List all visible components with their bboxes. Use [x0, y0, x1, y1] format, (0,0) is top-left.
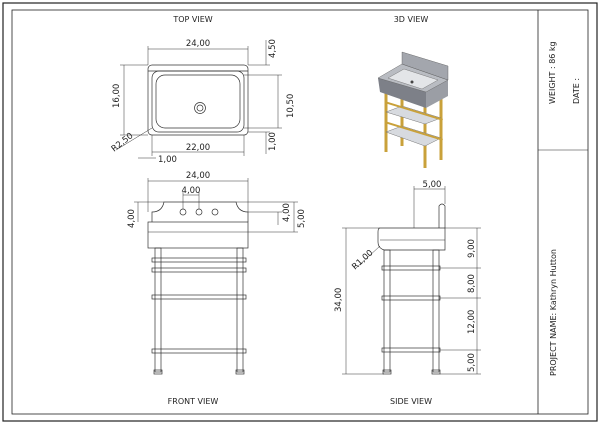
dim-top-front: 1,00 — [158, 155, 177, 165]
iso-view — [377, 51, 449, 168]
sink-side-face — [426, 80, 448, 108]
drain-outer-circle — [194, 102, 206, 114]
front-backsplash — [151, 201, 249, 222]
iso-view-title: 3D VIEW — [394, 15, 429, 24]
dim-front-rim-b: 5,00 — [297, 209, 307, 228]
side-rail — [381, 265, 441, 271]
project-name-label: PROJECT NAME: Kathryn Hutton — [549, 249, 558, 376]
dim-side-b: 8,00 — [467, 274, 477, 293]
side-foot-back — [431, 369, 441, 375]
dim-top-side: 1,00 — [268, 132, 278, 151]
side-rail — [381, 347, 441, 353]
side-rail — [381, 295, 441, 301]
dim-top-width: 24,00 — [186, 39, 210, 49]
front-foot-left — [153, 369, 163, 375]
front-foot-right — [235, 369, 245, 375]
dim-top-bowl-width: 22,00 — [186, 143, 210, 153]
front-rail — [151, 294, 247, 300]
side-view: 5,00 R1,00 34,00 9,00 8,00 12,00 5,00 — [334, 180, 481, 375]
dim-side-overall: 34,00 — [334, 288, 344, 312]
dim-side-c: 12,00 — [467, 310, 477, 334]
faucet-hole-right — [211, 208, 219, 216]
dim-top-bowl-depth: 10,50 — [286, 94, 296, 118]
front-rail — [151, 257, 247, 263]
glass-shelf-lower — [385, 125, 442, 147]
side-backsplash — [438, 203, 446, 228]
dim-top-radius: R2,50 — [110, 131, 136, 154]
drain-inner-circle — [196, 104, 204, 112]
front-rail — [151, 267, 247, 273]
brass-rail — [385, 101, 443, 121]
dim-side-a: 9,00 — [467, 239, 477, 258]
dim-side-radius: R1,00 — [350, 248, 375, 272]
front-sink-body — [147, 221, 249, 249]
weight-label: WEIGHT : 86 kg — [548, 41, 557, 104]
top-view: 24,00 4,50 16,00 10,50 1,00 R2,50 22,00 … — [110, 39, 296, 165]
side-foot-front — [382, 369, 392, 375]
dim-side-d: 5,00 — [467, 353, 477, 372]
sink-basin — [387, 68, 439, 90]
dim-front-splash: 4,00 — [127, 209, 137, 228]
brass-rail — [385, 121, 443, 141]
sink-backsplash — [401, 51, 449, 81]
dim-front-rim-a: 4,00 — [282, 203, 292, 222]
side-view-title: SIDE VIEW — [390, 397, 432, 406]
top-view-outline — [147, 64, 249, 136]
dim-front-width: 24,00 — [186, 171, 210, 181]
dim-top-depth: 16,00 — [112, 84, 122, 108]
front-leg-right — [236, 247, 244, 373]
dim-top-back: 4,50 — [268, 39, 278, 58]
front-view: 24,00 4,00 4,00 4,00 5,00 — [127, 171, 307, 375]
front-leg-left — [154, 247, 162, 373]
faucet-hole-left — [179, 208, 187, 216]
side-leg-front — [383, 249, 391, 373]
sink-front-face — [378, 78, 426, 108]
dim-front-holes: 4,00 — [182, 186, 201, 196]
top-view-bowl-outer — [151, 70, 245, 133]
faucet-hole-center — [195, 208, 203, 216]
top-view-title: TOP VIEW — [172, 15, 212, 24]
dim-side-top: 5,00 — [423, 180, 442, 190]
radius-leader — [355, 245, 381, 269]
side-sink-body — [377, 227, 446, 251]
sheet-inner-border — [11, 9, 589, 415]
date-label: DATE : — [572, 78, 581, 104]
side-leg-back — [432, 249, 440, 373]
drain-icon — [410, 80, 414, 84]
front-rail — [151, 348, 247, 354]
radius-leader — [115, 127, 153, 151]
glass-shelf-upper — [385, 105, 442, 125]
front-view-title: FRONT VIEW — [168, 397, 219, 406]
top-view-bowl-inner — [155, 74, 241, 129]
